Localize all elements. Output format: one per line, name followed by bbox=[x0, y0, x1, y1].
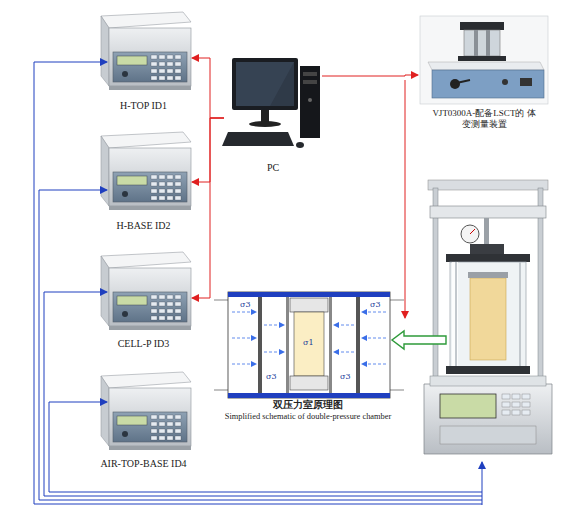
node-label: H-TOP ID1 bbox=[95, 100, 192, 112]
node-label: H-BASE ID2 bbox=[95, 220, 192, 232]
node-label: VJT0300A-配备LSCT的 体变测量装置 bbox=[432, 108, 536, 130]
pressure-controller: AIR-TOP-BASE ID4 bbox=[95, 368, 192, 472]
stress-symbol: σ3 bbox=[240, 300, 251, 309]
signal-connector bbox=[192, 58, 224, 118]
pressure-controller: H-TOP ID1 bbox=[95, 8, 192, 114]
node-label: AIR-TOP-BASE ID4 bbox=[95, 458, 192, 470]
signal-connector bbox=[322, 75, 418, 76]
node-label: Simplified schematic of double-pressure … bbox=[206, 412, 410, 422]
stress-symbol: σ1 bbox=[303, 338, 314, 347]
signal-connector bbox=[192, 118, 224, 182]
pressure-controller: H-BASE ID2 bbox=[95, 128, 192, 234]
pressure-controller: CELL-P ID3 bbox=[95, 248, 192, 352]
stress-symbol: σ3 bbox=[266, 372, 277, 381]
computer: PC bbox=[224, 52, 322, 176]
node-label: 双压力室原理图 bbox=[206, 399, 410, 411]
node-label: PC bbox=[224, 162, 322, 174]
signal-connector bbox=[192, 118, 224, 298]
stress-symbol: σ3 bbox=[340, 372, 351, 381]
measuring-device: VJT0300A-配备LSCT的 体变测量装置 bbox=[418, 16, 550, 132]
node-label: CELL-P ID3 bbox=[95, 338, 192, 350]
stress-symbol: σ3 bbox=[370, 300, 381, 309]
